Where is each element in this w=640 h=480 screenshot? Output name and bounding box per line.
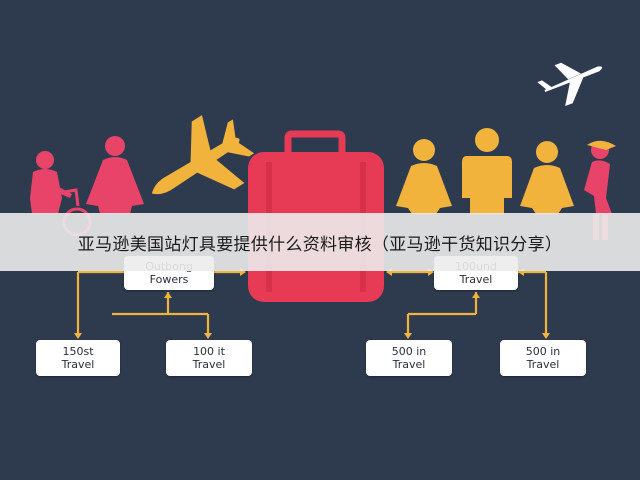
person-icon-woman-gold-2 <box>520 141 574 214</box>
box-line: Travel <box>459 273 493 286</box>
box-bottom-2: 100 it Travel <box>166 340 252 376</box>
connectors-left <box>74 268 246 339</box>
person-icon-woman-gold <box>396 139 452 214</box>
box-line: 150st <box>62 345 94 358</box>
person-icon-woman-pink <box>86 136 144 214</box>
box-bottom-1: 150st Travel <box>36 340 120 376</box>
box-line: Travel <box>61 358 95 371</box>
person-icon-man-gold <box>462 128 512 214</box>
banner-title: 亚马逊美国站灯具要提供什么资料审核（亚马逊干货知识分享） <box>77 234 563 255</box>
connectors-right <box>386 268 550 339</box>
box-line: Travel <box>526 358 560 371</box>
airplane-icon-small <box>537 62 603 107</box>
box-line: 500 in <box>525 345 561 358</box>
box-bottom-4: 500 in Travel <box>500 340 586 376</box>
box-line: 100 it <box>193 345 225 358</box>
title-banner: 亚马逊美国站灯具要提供什么资料审核（亚马逊干货知识分享） <box>0 213 640 271</box>
box-bottom-3: 500 in Travel <box>366 340 452 376</box>
wheelchair-person-icon <box>30 151 72 214</box>
box-line: Fowers <box>149 273 189 286</box>
pink-family <box>30 136 144 237</box>
box-line: Travel <box>392 358 426 371</box>
box-line: 500 in <box>391 345 427 358</box>
airplane-icon-gold <box>151 115 255 195</box>
gold-family <box>396 128 574 214</box>
box-line: Travel <box>192 358 226 371</box>
